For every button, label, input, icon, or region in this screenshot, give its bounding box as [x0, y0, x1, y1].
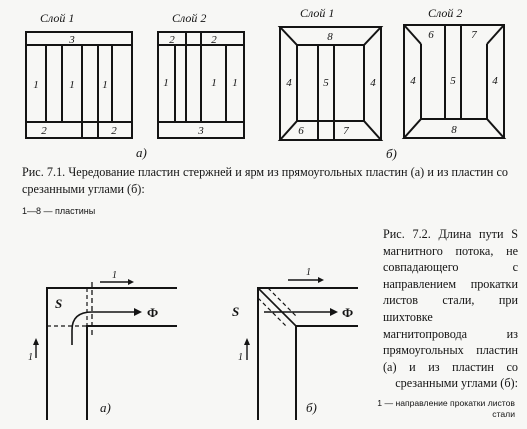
fig71-sublabel-a: а): [136, 145, 147, 160]
plate-label: 3: [197, 125, 204, 137]
plate-label: 1: [102, 79, 108, 91]
fig71-sublabel-b: б): [386, 146, 397, 161]
fig72b-s-label: S: [232, 304, 239, 319]
fig72a-arrow-top-label: 1: [112, 270, 117, 281]
fig71-b-layer2: [401, 24, 507, 139]
fig71-b-layer1: [277, 26, 384, 141]
fig72a-arrow-side-label: 1: [28, 352, 33, 363]
figure-71-caption-prefix: Рис. 7.1.: [22, 165, 66, 179]
plate-label: 5: [450, 75, 456, 87]
figure-72-caption: Рис. 7.2. Длина пути S магнитного потока…: [383, 226, 518, 392]
plate-label: 3: [68, 34, 75, 46]
plate-label: 2: [169, 34, 175, 46]
plate-label: 8: [451, 124, 457, 136]
fig72b-arrow-side-label: 1: [238, 352, 243, 363]
figure-72-note: 1 — направление прокатки листов стали: [377, 398, 515, 419]
plate-label: 1: [232, 77, 238, 89]
figure-71-caption: Рис. 7.1. Чередование пластин стержней и…: [22, 164, 508, 198]
plate-label: 5: [323, 77, 329, 89]
layer-title-a2: Слой 2: [172, 11, 206, 25]
layer-title-a1: Слой 1: [40, 11, 74, 25]
plate-label: 2: [111, 125, 117, 137]
figure-71-caption-text: Чередование пластин стержней и ярм из пр…: [22, 165, 509, 196]
plate-label: 1: [69, 79, 75, 91]
fig71-a-layer1: [25, 31, 133, 139]
plate-label: 2: [41, 125, 47, 137]
fig72-a-drawing: [33, 279, 177, 420]
fig72b-sublabel: б): [306, 400, 317, 415]
fig72a-phi-label: Ф: [147, 305, 158, 320]
fig72b-arrow-top-label: 1: [306, 267, 311, 278]
figure-72-caption-text: Длина пути S магнитного потока, не совпа…: [383, 227, 519, 391]
plate-label: 6: [428, 29, 434, 41]
plate-label: 4: [410, 75, 416, 87]
plate-label: 4: [286, 77, 292, 89]
plate-label: 7: [343, 125, 349, 137]
plate-label: 2: [211, 34, 217, 46]
plate-label: 7: [471, 29, 477, 41]
figure-71-note: 1—8 — пластины: [22, 206, 96, 216]
plate-label: 8: [327, 31, 333, 43]
plate-label: 4: [370, 77, 376, 89]
figure-72-caption-prefix: Рис. 7.2.: [383, 227, 431, 241]
fig72-b-drawing: [244, 277, 358, 420]
plate-label: 1: [211, 77, 217, 89]
plate-label: 1: [163, 77, 169, 89]
fig71-a-layer2: [157, 31, 245, 139]
fig72a-sublabel: а): [100, 400, 111, 415]
fig72b-phi-label: Ф: [342, 305, 353, 320]
plate-label: 4: [492, 75, 498, 87]
layer-title-b2: Слой 2: [428, 6, 462, 20]
layer-title-b1: Слой 1: [300, 6, 334, 20]
plate-label: 6: [298, 125, 304, 137]
plate-label: 1: [33, 79, 39, 91]
fig72a-s-label: S: [55, 296, 62, 311]
